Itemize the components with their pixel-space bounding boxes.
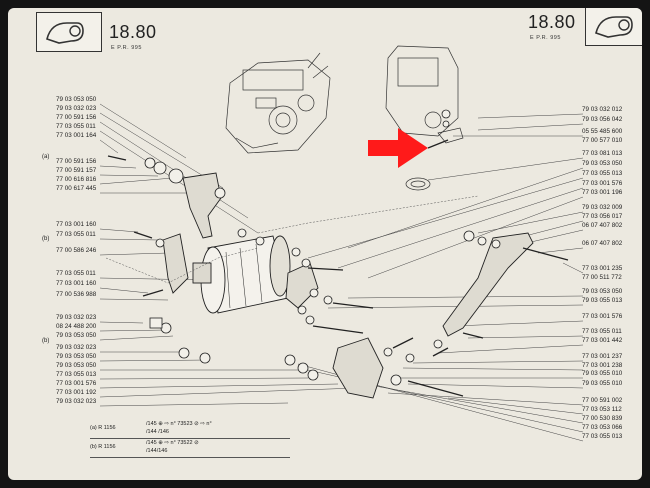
part-number-label: 79 03 032 009 (582, 204, 623, 211)
header-icon-box-left (36, 12, 102, 52)
part-number-label: 08 24 488 200 (56, 323, 97, 330)
part-number-label: 79 03 053 050 (582, 288, 623, 295)
part-number-label: 05 55 485 600 (582, 128, 623, 135)
part-number-label: 77 03 001 235 (582, 265, 623, 272)
part-number-label: 06 07 407 802 (582, 240, 623, 247)
footnote-a-text: /145 ⊕ ⇨ n° 73523 ⊘ ⇨ n° (146, 421, 212, 427)
part-number-label: 77 00 577 010 (582, 137, 623, 144)
part-number-label: 77 00 591 156 (56, 114, 97, 121)
red-arrow-icon (368, 128, 428, 168)
part-number-label: 79 03 032 012 (582, 106, 623, 113)
leader-lines (99, 103, 584, 442)
header-icon-box-right (585, 8, 642, 46)
part-number-label: 77 03 001 160 (56, 221, 97, 228)
part-number-label: 77 03 055 011 (56, 123, 96, 130)
part-number-label: 79 03 055 013 (582, 297, 623, 304)
page-subcode-right: E P.R. 995 (530, 35, 561, 41)
engine-block-right (385, 45, 464, 191)
footnote-table: (a) R 1156 /145 ⊕ ⇨ n° 73523 ⊘ ⇨ n° /144… (90, 420, 290, 458)
part-number-label: 79 03 032 023 (56, 398, 97, 405)
part-number-label: 79 03 055 010 (582, 380, 623, 387)
part-number-label: 79 03 053 050 (56, 96, 97, 103)
part-number-label: 79 03 053 050 (56, 332, 97, 339)
part-number-label: 77 03 001 576 (582, 180, 623, 187)
part-number-label: 77 03 001 442 (582, 337, 623, 344)
part-number-label: 79 03 032 023 (56, 105, 97, 112)
part-number-label: 77 00 617 445 (56, 185, 97, 192)
bracket-pieces (162, 172, 534, 399)
group-marker-a: (a) (42, 154, 50, 160)
footnote-a-text2: /144 /146 (146, 429, 169, 435)
part-number-label: 77 03 081 013 (582, 150, 623, 157)
part-number-label: 77 03 053 112 (582, 406, 622, 413)
catalog-page: 18.80 E P.R. 995 18.80 E P.R. 995 (8, 8, 642, 480)
footnote-b-text: /145 ⊕ ⇨ n° 73522 ⊘ (146, 440, 199, 446)
part-number-label: 77 03 055 011 (56, 270, 96, 277)
part-number-label: 77 00 511 772 (582, 274, 622, 281)
part-number-label: 77 03 055 011 (56, 231, 96, 238)
part-number-label: 77 03 001 164 (56, 132, 97, 139)
part-number-label: 79 03 053 050 (56, 353, 97, 360)
part-number-label: 77 03 055 013 (582, 433, 623, 440)
part-number-label: 77 03 055 013 (56, 371, 97, 378)
footnote-b-text2: /144/146 (146, 448, 168, 454)
part-number-label: 77 03 055 011 (582, 328, 622, 335)
part-number-label: 77 03 055 013 (582, 170, 623, 177)
part-number-label: 77 03 001 237 (582, 353, 623, 360)
bolts (107, 139, 569, 397)
part-number-label: 77 00 591 157 (56, 167, 97, 174)
part-number-label: 77 03 001 160 (56, 280, 97, 287)
part-number-label: 77 03 001 576 (56, 380, 97, 387)
group-marker-b: (b) (42, 236, 50, 242)
part-number-label: 77 00 530 839 (582, 415, 623, 422)
part-number-label: 77 03 056 017 (582, 213, 623, 220)
pulley-icon (46, 22, 84, 44)
footnote-row-b: (b) R 1156 /145 ⊕ ⇨ n° 73522 ⊘ /144/146 (90, 439, 290, 458)
part-number-label: 77 00 616 816 (56, 176, 97, 183)
footnote-row-a: (a) R 1156 /145 ⊕ ⇨ n° 73523 ⊘ ⇨ n° /144… (90, 420, 290, 439)
pulley-icon (595, 16, 633, 38)
part-number-label: 77 00 591 156 (56, 158, 97, 165)
group-marker-b: (b) (42, 338, 50, 344)
part-number-label: 77 03 053 066 (582, 424, 623, 431)
part-number-label: 79 03 055 010 (582, 370, 623, 377)
part-number-label: 77 00 591 002 (582, 397, 623, 404)
part-number-label: 79 03 056 042 (582, 116, 623, 123)
part-number-label: 77 03 001 238 (582, 362, 623, 369)
part-number-label: 79 03 053 050 (56, 362, 97, 369)
part-number-label: 79 03 032 023 (56, 314, 97, 321)
part-number-label: 77 03 001 576 (582, 313, 623, 320)
part-number-label: 77 03 001 192 (56, 389, 97, 396)
part-number-label: 06 07 407 802 (582, 222, 623, 229)
exploded-parts-diagram (99, 45, 584, 442)
part-number-label: 79 03 053 050 (582, 160, 623, 167)
page-number-right: 18.80 (528, 12, 576, 32)
part-number-label: 79 03 032 023 (56, 344, 97, 351)
part-number-label: 77 03 001 196 (582, 189, 623, 196)
washers-nuts (144, 109, 501, 386)
footnote-a-label: (a) R 1156 (90, 425, 116, 431)
page-subcode-left: E P.R. 995 (111, 45, 142, 51)
page-number-left: 18.80 (109, 22, 157, 42)
part-number-label: 77 00 586 246 (56, 247, 97, 254)
belt-outline (105, 195, 479, 284)
starter-motor (192, 235, 291, 314)
part-number-label: 77 00 536 988 (56, 291, 97, 298)
footnote-b-label: (b) R 1156 (90, 444, 116, 450)
engine-block-left (225, 52, 331, 154)
